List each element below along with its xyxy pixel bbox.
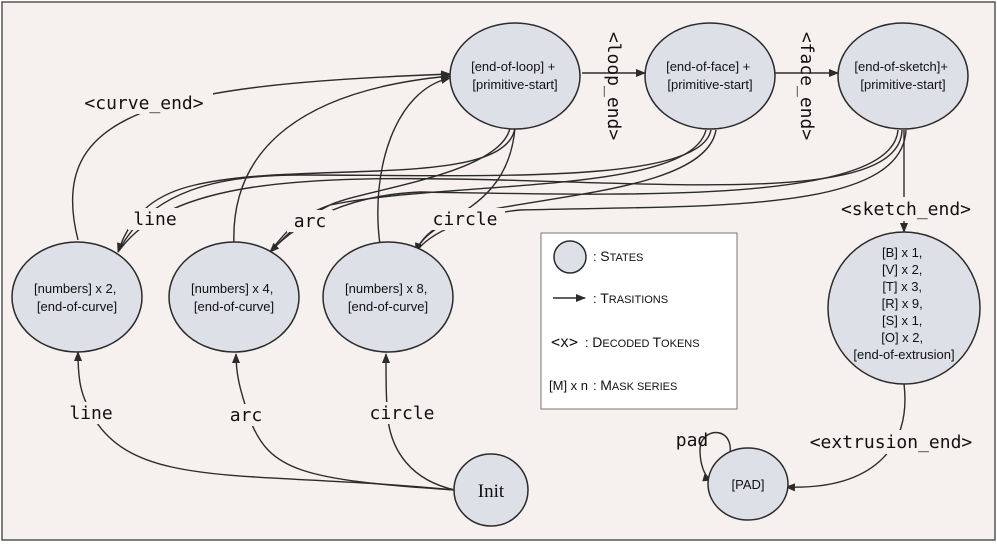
numbers-x4-label: [numbers] x 4, [end-of-curve] bbox=[191, 281, 277, 314]
legend-mask-rest: ASK SERIES bbox=[612, 381, 677, 393]
circle-top-token-bg bbox=[425, 208, 505, 230]
legend-transitions-prefix: : bbox=[593, 291, 600, 306]
line-top-token-bg bbox=[128, 208, 182, 230]
extrusion-line6: [O] x 2, bbox=[881, 330, 923, 345]
arc-top-token: arc bbox=[294, 211, 327, 232]
numbers-x8-line1: [numbers] x 8, bbox=[345, 281, 427, 296]
edge-sketch-to-numbers2 bbox=[117, 129, 903, 253]
edge-face-to-numbers2 bbox=[117, 129, 712, 253]
circle-bottom-token: circle bbox=[369, 403, 434, 424]
end-of-sketch-line2: [primitive-start] bbox=[860, 77, 945, 92]
pad-label: [PAD] bbox=[732, 477, 765, 492]
legend-mask-prefix: : bbox=[593, 378, 600, 393]
arc-bottom-token: arc bbox=[230, 405, 263, 426]
edge-extrusion-end bbox=[785, 383, 906, 492]
state-end-of-loop bbox=[449, 22, 581, 130]
circle-top-token: circle bbox=[432, 209, 497, 230]
extrusion-line3: [T] x 3, bbox=[882, 279, 922, 294]
state-extrusion bbox=[827, 231, 981, 385]
legend-states-rest: TATES bbox=[610, 252, 644, 264]
numbers-x2-label: [numbers] x 2, [end-of-curve] bbox=[34, 281, 120, 314]
numbers-x8-label: [numbers] x 8, [end-of-curve] bbox=[345, 281, 431, 314]
edge-curve-end-from-numbers8 bbox=[377, 76, 451, 246]
legend-state-circle bbox=[553, 240, 587, 274]
numbers-x4-line1: [numbers] x 4, bbox=[191, 281, 273, 296]
extrusion-line2: [V] x 2, bbox=[882, 262, 922, 277]
loop-end-token: <loop_end> bbox=[603, 32, 624, 141]
extrusion-line5: [S] x 1, bbox=[882, 313, 922, 328]
pad-token: pad bbox=[676, 430, 709, 451]
legend: : STATES : TRASITIONS <x> : DECODED TOKE… bbox=[540, 232, 738, 410]
extrusion-line1: [B] x 1, bbox=[882, 245, 922, 260]
init-label: Init bbox=[478, 481, 505, 502]
state-init bbox=[453, 453, 529, 527]
legend-states-first: S bbox=[600, 248, 609, 264]
numbers-x2-line1: [numbers] x 2, bbox=[34, 281, 116, 296]
legend-tokens-first1: D bbox=[592, 334, 602, 350]
legend-tokens-prefix: : bbox=[585, 335, 592, 350]
state-numbers-x2 bbox=[11, 241, 143, 353]
arc-top-token-bg bbox=[287, 210, 333, 232]
state-pad bbox=[707, 447, 789, 521]
end-of-loop-line1: [end-of-loop] + bbox=[471, 59, 555, 74]
numbers-x8-line2: [end-of-curve] bbox=[348, 299, 428, 314]
end-of-sketch-label: [end-of-sketch]+ [primitive-start] bbox=[854, 59, 951, 92]
numbers-x2-line2: [end-of-curve] bbox=[37, 299, 117, 314]
face-end-token: <face_end> bbox=[796, 32, 817, 141]
circle-bottom-token-bg bbox=[362, 402, 442, 424]
sketch-end-token: <sketch_end> bbox=[841, 199, 971, 220]
legend-tokens-symbol: <x> bbox=[551, 333, 578, 351]
legend-tokens-first2: T bbox=[652, 334, 661, 350]
legend-states-label: : STATES bbox=[593, 248, 643, 264]
end-of-face-label: [end-of-face] + [primitive-start] bbox=[666, 59, 754, 92]
end-of-loop-label: [end-of-loop] + [primitive-start] bbox=[471, 59, 559, 92]
legend-transitions-rest: RASITIONS bbox=[609, 294, 668, 306]
legend-mask-symbol: [M] x n bbox=[549, 378, 588, 393]
line-bottom-token-bg bbox=[64, 402, 118, 424]
extrusion-end-token: <extrusion_end> bbox=[810, 432, 973, 453]
extrusion-label: [B] x 1, [V] x 2, [T] x 3, [R] x 9, [S] … bbox=[853, 245, 954, 362]
curve-end-token-bg bbox=[75, 92, 213, 114]
sketch-end-token-bg bbox=[832, 197, 980, 221]
edge-face-to-numbers8 bbox=[415, 129, 717, 253]
edge-pad-self-loop bbox=[699, 431, 731, 482]
extrusion-line4: [R] x 9, bbox=[882, 296, 923, 311]
legend-tokens-rest2: OKENS bbox=[661, 338, 700, 350]
extrusion-end-token-bg bbox=[798, 430, 984, 454]
line-bottom-token: line bbox=[69, 403, 112, 424]
edge-init-to-numbers2 bbox=[74, 351, 456, 491]
edge-init-to-numbers4 bbox=[232, 353, 456, 491]
legend-tokens-label: : DECODED TOKENS bbox=[585, 334, 700, 350]
legend-transitions-first: T bbox=[600, 290, 609, 306]
state-end-of-sketch bbox=[837, 22, 969, 130]
end-of-loop-line2: [primitive-start] bbox=[472, 77, 557, 92]
legend-states-prefix: : bbox=[593, 249, 600, 264]
legend-mask-first: M bbox=[600, 377, 612, 393]
legend-transitions-label: : TRASITIONS bbox=[593, 290, 668, 306]
extrusion-line7: [end-of-extrusion] bbox=[853, 347, 954, 362]
end-of-sketch-line1: [end-of-sketch]+ bbox=[854, 59, 948, 74]
line-top-token: line bbox=[133, 209, 176, 230]
legend-tokens-rest1: ECODED bbox=[602, 338, 652, 350]
end-of-face-line2: [primitive-start] bbox=[667, 77, 752, 92]
state-numbers-x8 bbox=[322, 241, 454, 353]
arc-bottom-token-bg bbox=[223, 404, 269, 426]
state-numbers-x4 bbox=[168, 241, 300, 353]
numbers-x4-line2: [end-of-curve] bbox=[194, 299, 274, 314]
state-end-of-face bbox=[644, 22, 776, 130]
end-of-face-line1: [end-of-face] + bbox=[666, 59, 750, 74]
curve-end-token: <curve_end> bbox=[84, 93, 203, 114]
legend-mask-label: : MASK SERIES bbox=[593, 377, 677, 393]
edge-curve-end-from-numbers4 bbox=[233, 72, 451, 246]
